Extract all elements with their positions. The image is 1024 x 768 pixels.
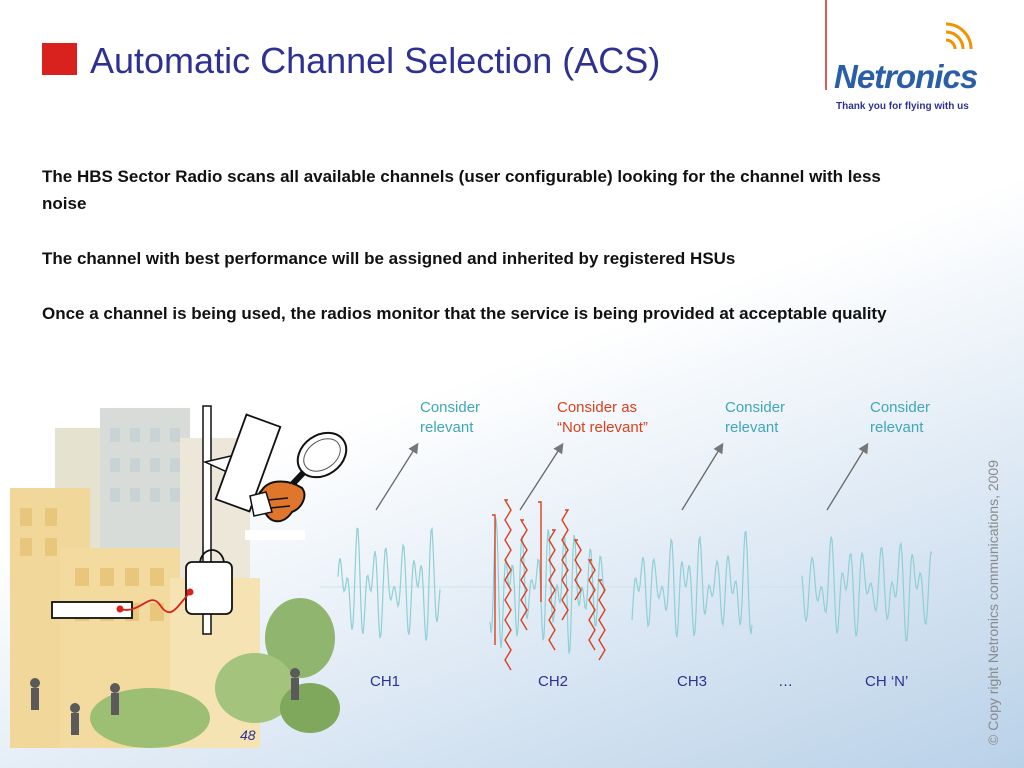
paragraph-scan: The HBS Sector Radio scans all available… bbox=[42, 167, 881, 213]
channel-label-ch1: CH1 bbox=[370, 673, 401, 690]
noise-spike bbox=[548, 529, 557, 651]
channel-label-ch3: CH3 bbox=[677, 673, 708, 690]
noise-spike bbox=[587, 559, 596, 651]
waveform-chn bbox=[801, 536, 933, 642]
callout-ch1: Consider relevant bbox=[420, 399, 481, 436]
arrow-chn bbox=[826, 442, 869, 511]
noise-spike bbox=[519, 519, 528, 631]
noise-spike bbox=[538, 501, 542, 602]
callout-ch2: Consider as “Not relevant” bbox=[557, 399, 648, 436]
arrow-ch3 bbox=[681, 442, 724, 511]
slide-title: Automatic Channel Selection (ACS) bbox=[90, 40, 661, 81]
logo-wordmark: Netronics bbox=[834, 58, 978, 95]
waveform-ch1 bbox=[337, 526, 441, 641]
title-bullet-square bbox=[42, 43, 77, 75]
arrow-ch2 bbox=[519, 442, 564, 511]
netronics-logo: Netronics Thank you for flying with us bbox=[822, 0, 1002, 120]
logo-tagline: Thank you for flying with us bbox=[836, 101, 969, 112]
noise-spike bbox=[561, 509, 570, 621]
arrow-ch1 bbox=[375, 442, 419, 511]
noise-spike bbox=[492, 514, 496, 645]
paragraph-assign: The channel with best performance will b… bbox=[42, 249, 736, 268]
antenna-illustration bbox=[51, 405, 348, 635]
paragraph-monitor: Once a channel is being used, the radios… bbox=[42, 304, 887, 323]
waveform-ch2 bbox=[489, 518, 606, 654]
channel-label-ch2: CH2 bbox=[538, 673, 569, 690]
channel-waveforms bbox=[320, 442, 960, 671]
channel-label-ellipsis: … bbox=[778, 673, 793, 690]
page-number: 48 bbox=[240, 727, 256, 743]
copyright-text: © Copy right Netronics communications, 2… bbox=[985, 460, 1001, 745]
noise-spike bbox=[573, 539, 582, 601]
waveform-ch3 bbox=[631, 531, 753, 638]
noise-spike bbox=[597, 579, 606, 661]
noise-spike bbox=[503, 499, 512, 671]
callout-ch3: Consider relevant bbox=[725, 399, 786, 436]
callout-chn: Consider relevant bbox=[870, 399, 931, 436]
channel-label-chn: CH ‘N’ bbox=[865, 673, 909, 690]
